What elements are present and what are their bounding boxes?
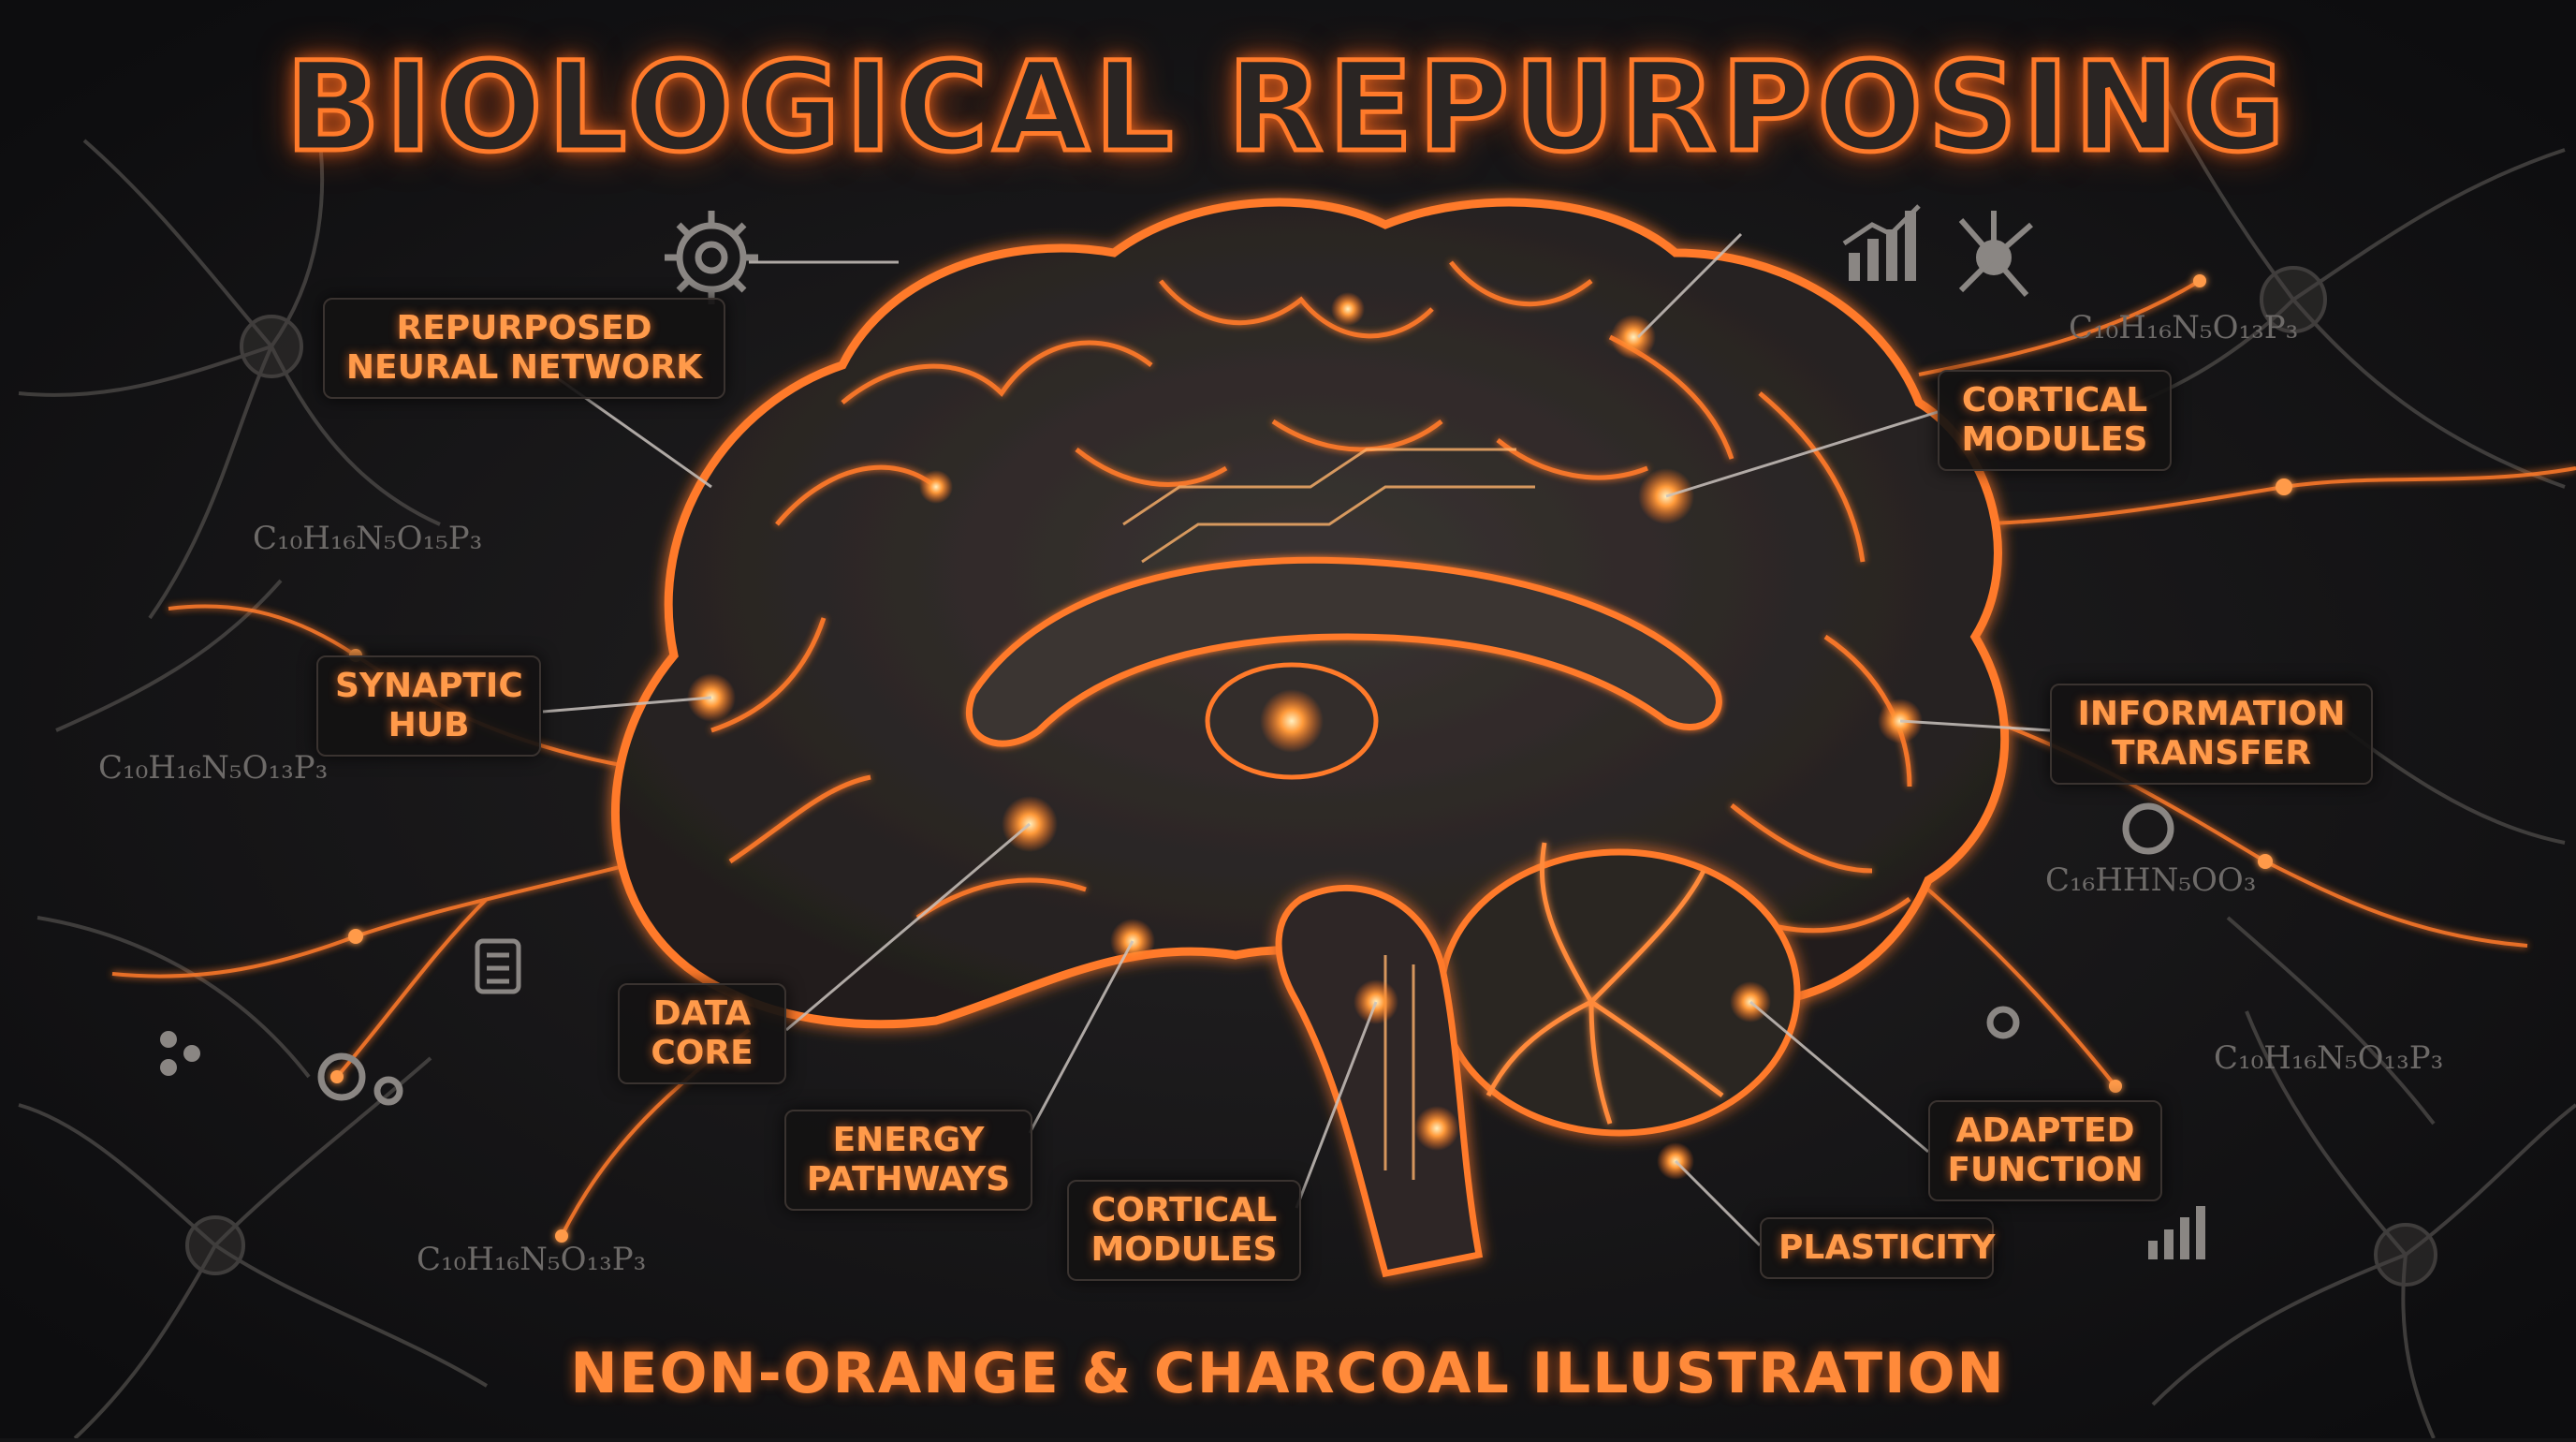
label-line: INFORMATION	[2077, 695, 2346, 733]
label-line: HUB	[388, 706, 470, 744]
label-repurposed-neural-network: REPURPOSED NEURAL NETWORK	[323, 298, 725, 399]
label-data-core: DATA CORE	[618, 983, 786, 1084]
signal-bars-icon	[2148, 1206, 2205, 1259]
chemical-formula: C₁₀H₁₆N₅O₁₃P₃	[2069, 309, 2299, 346]
molecule-icon	[160, 1031, 200, 1076]
label-line: TRANSFER	[2111, 734, 2312, 772]
neuron-icon	[1958, 211, 2033, 297]
label-line: PATHWAYS	[806, 1160, 1011, 1199]
label-line: MODULES	[1961, 420, 2148, 459]
label-cortical-modules-bottom: CORTICAL MODULES	[1067, 1180, 1301, 1281]
brainstem	[1275, 884, 1484, 1278]
cortical-gyri	[710, 260, 1912, 934]
label-adapted-function: ADAPTED FUNCTION	[1928, 1100, 2162, 1201]
gear-icon	[665, 211, 758, 304]
label-line: PLASTICITY	[1778, 1229, 1996, 1267]
label-line: CORTICAL	[1090, 1191, 1278, 1229]
label-line: ADAPTED	[1955, 1111, 2135, 1150]
label-line: CORTICAL	[1961, 381, 2148, 419]
chemical-formula: C₁₆HHN₅OO₃	[2045, 861, 2257, 899]
circuit-chip-icon	[475, 938, 521, 994]
label-synaptic-hub: SYNAPTIC HUB	[316, 655, 541, 757]
corpus-callosum	[965, 556, 1722, 747]
leader-lines	[542, 232, 2051, 1247]
bar-chart-icon	[1842, 204, 1921, 281]
label-line: FUNCTION	[1947, 1151, 2144, 1189]
chemical-formula: C₁₀H₁₆N₅O₁₃P₃	[2214, 1039, 2444, 1077]
chemical-formula: C₁₀H₁₆N₅O₁₃P₃	[98, 749, 329, 787]
label-plasticity: PLASTICITY	[1760, 1217, 1996, 1279]
page-subtitle: NEON-ORANGE & CHARCOAL ILLUSTRATION	[570, 1341, 2006, 1406]
label-line: MODULES	[1090, 1230, 1278, 1269]
label-cortical-modules-top: CORTICAL MODULES	[1938, 370, 2172, 471]
cerebellum-branches	[1486, 842, 1724, 1125]
chemical-formula: C₁₀H₁₆N₅O₁₅P₃	[253, 520, 483, 557]
gears-icon	[317, 802, 2174, 1106]
label-line: NEURAL NETWORK	[345, 348, 703, 387]
chemical-formula: C₁₀H₁₆N₅O₁₃P₃	[417, 1241, 647, 1278]
label-line: DATA	[652, 994, 752, 1033]
label-line: CORE	[651, 1034, 754, 1072]
brain	[611, 198, 2010, 1278]
label-line: ENERGY	[832, 1121, 985, 1159]
label-energy-pathways: ENERGY PATHWAYS	[784, 1110, 1032, 1211]
label-information-transfer: INFORMATION TRANSFER	[2050, 684, 2373, 785]
background-neurons	[18, 55, 2576, 1440]
label-line: SYNAPTIC	[335, 667, 523, 705]
label-line: REPURPOSED	[396, 309, 652, 347]
page-title: BIOLOGICAL REPURPOSING	[284, 34, 2291, 183]
